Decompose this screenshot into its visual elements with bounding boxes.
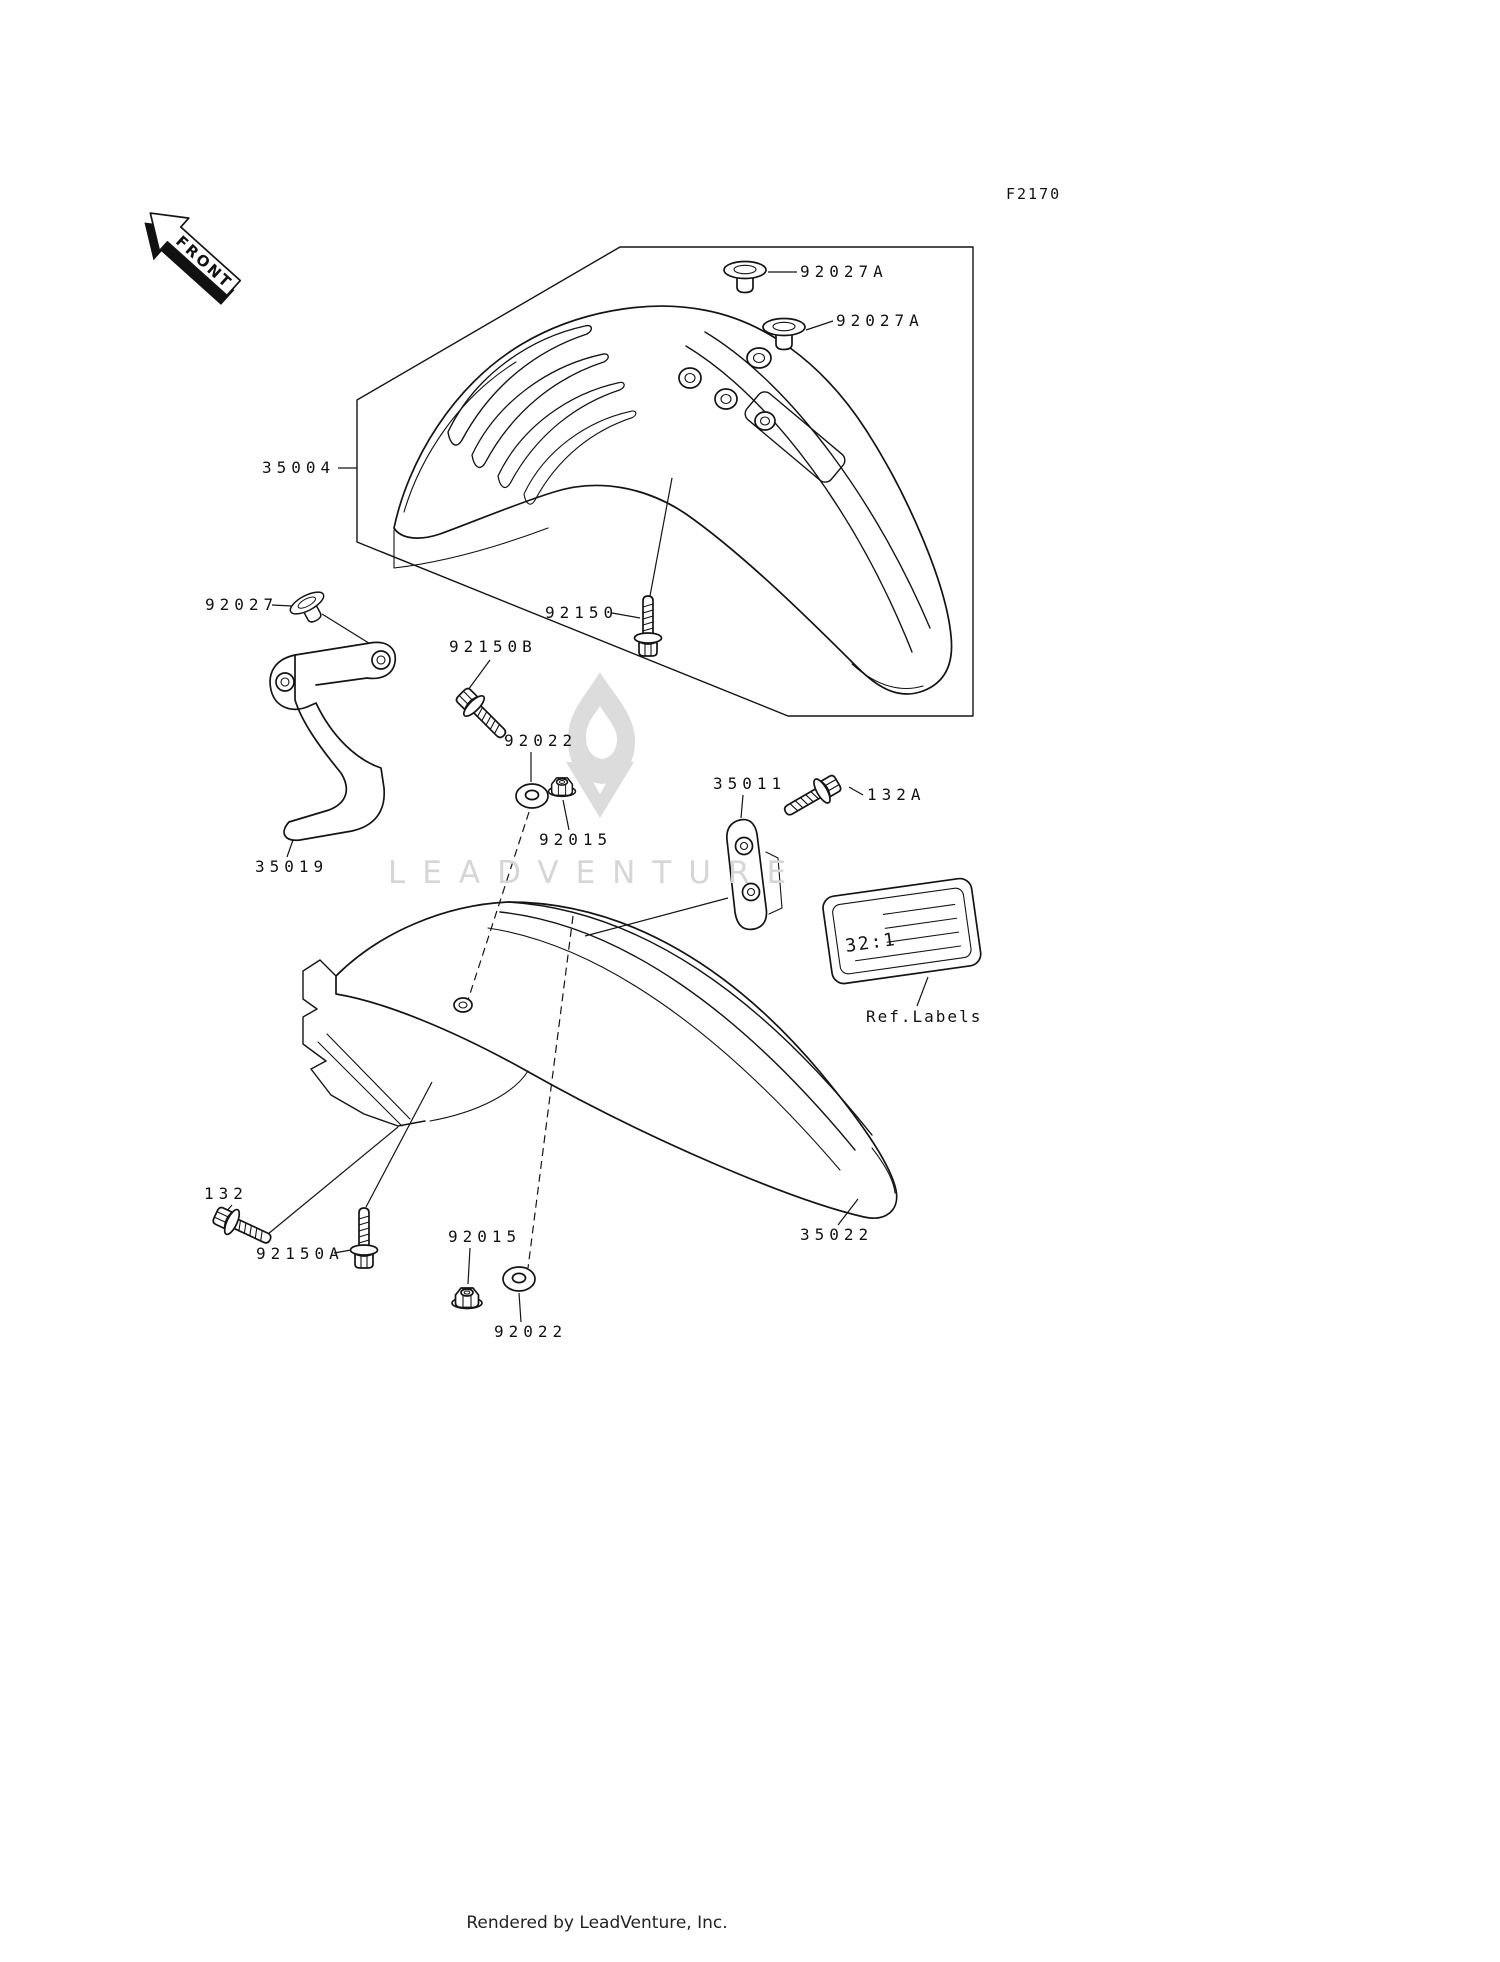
watermark-logo [566,672,635,818]
bracket-35011 [726,818,783,931]
part-label-35004[interactable]: 35004 [262,458,336,477]
front-fender-box [356,246,974,717]
part-label-132[interactable]: 132 [204,1184,248,1203]
front-arrow-body [149,212,242,297]
part-label-92022-top[interactable]: 92022 [504,731,578,750]
washer-92022-top [515,783,549,809]
nut-92015-bottom [451,1287,483,1310]
part-label-132a[interactable]: 132A [867,785,926,804]
part-label-92022-bottom[interactable]: 92022 [494,1322,568,1341]
bolt-92150a [349,1207,379,1269]
part-label-92015-bottom[interactable]: 92015 [448,1227,522,1246]
part-label-35019[interactable]: 35019 [255,857,329,876]
rear-fender-35022 [302,901,898,1219]
watermark-text: LEADVENTURE [388,855,804,891]
bolt-132a [778,769,846,825]
part-label-92027a-2[interactable]: 92027A [836,311,924,330]
bolt-92150 [633,595,663,657]
part-label-35022[interactable]: 35022 [800,1225,874,1244]
assembly-dashed-lines [467,811,574,1269]
footer-credit: Rendered by LeadVenture, Inc. [466,1913,728,1933]
nut-92015-top [547,777,577,798]
part-label-92027[interactable]: 92027 [205,595,279,614]
grommet-92027a-1 [723,260,767,294]
part-label-92015-top[interactable]: 92015 [539,830,613,849]
part-label-92150a[interactable]: 92150A [256,1244,344,1263]
part-label-35011[interactable]: 35011 [713,774,787,793]
ref-label-plate: 32:1 [822,877,982,985]
figure-code: F2170 [1006,185,1062,203]
part-label-92150[interactable]: 92150 [545,603,619,622]
part-label-ref-labels[interactable]: Ref.Labels [866,1007,983,1026]
bracket-35019 [269,641,397,842]
washer-92022-bottom [502,1266,536,1292]
grommet-92027 [286,586,334,630]
part-label-92027a-1[interactable]: 92027A [800,262,888,281]
front-fender-35004 [393,305,953,695]
front-direction-arrow: FRONT [144,212,242,305]
leader-lines [224,271,929,1323]
part-label-92150b[interactable]: 92150B [449,637,537,656]
